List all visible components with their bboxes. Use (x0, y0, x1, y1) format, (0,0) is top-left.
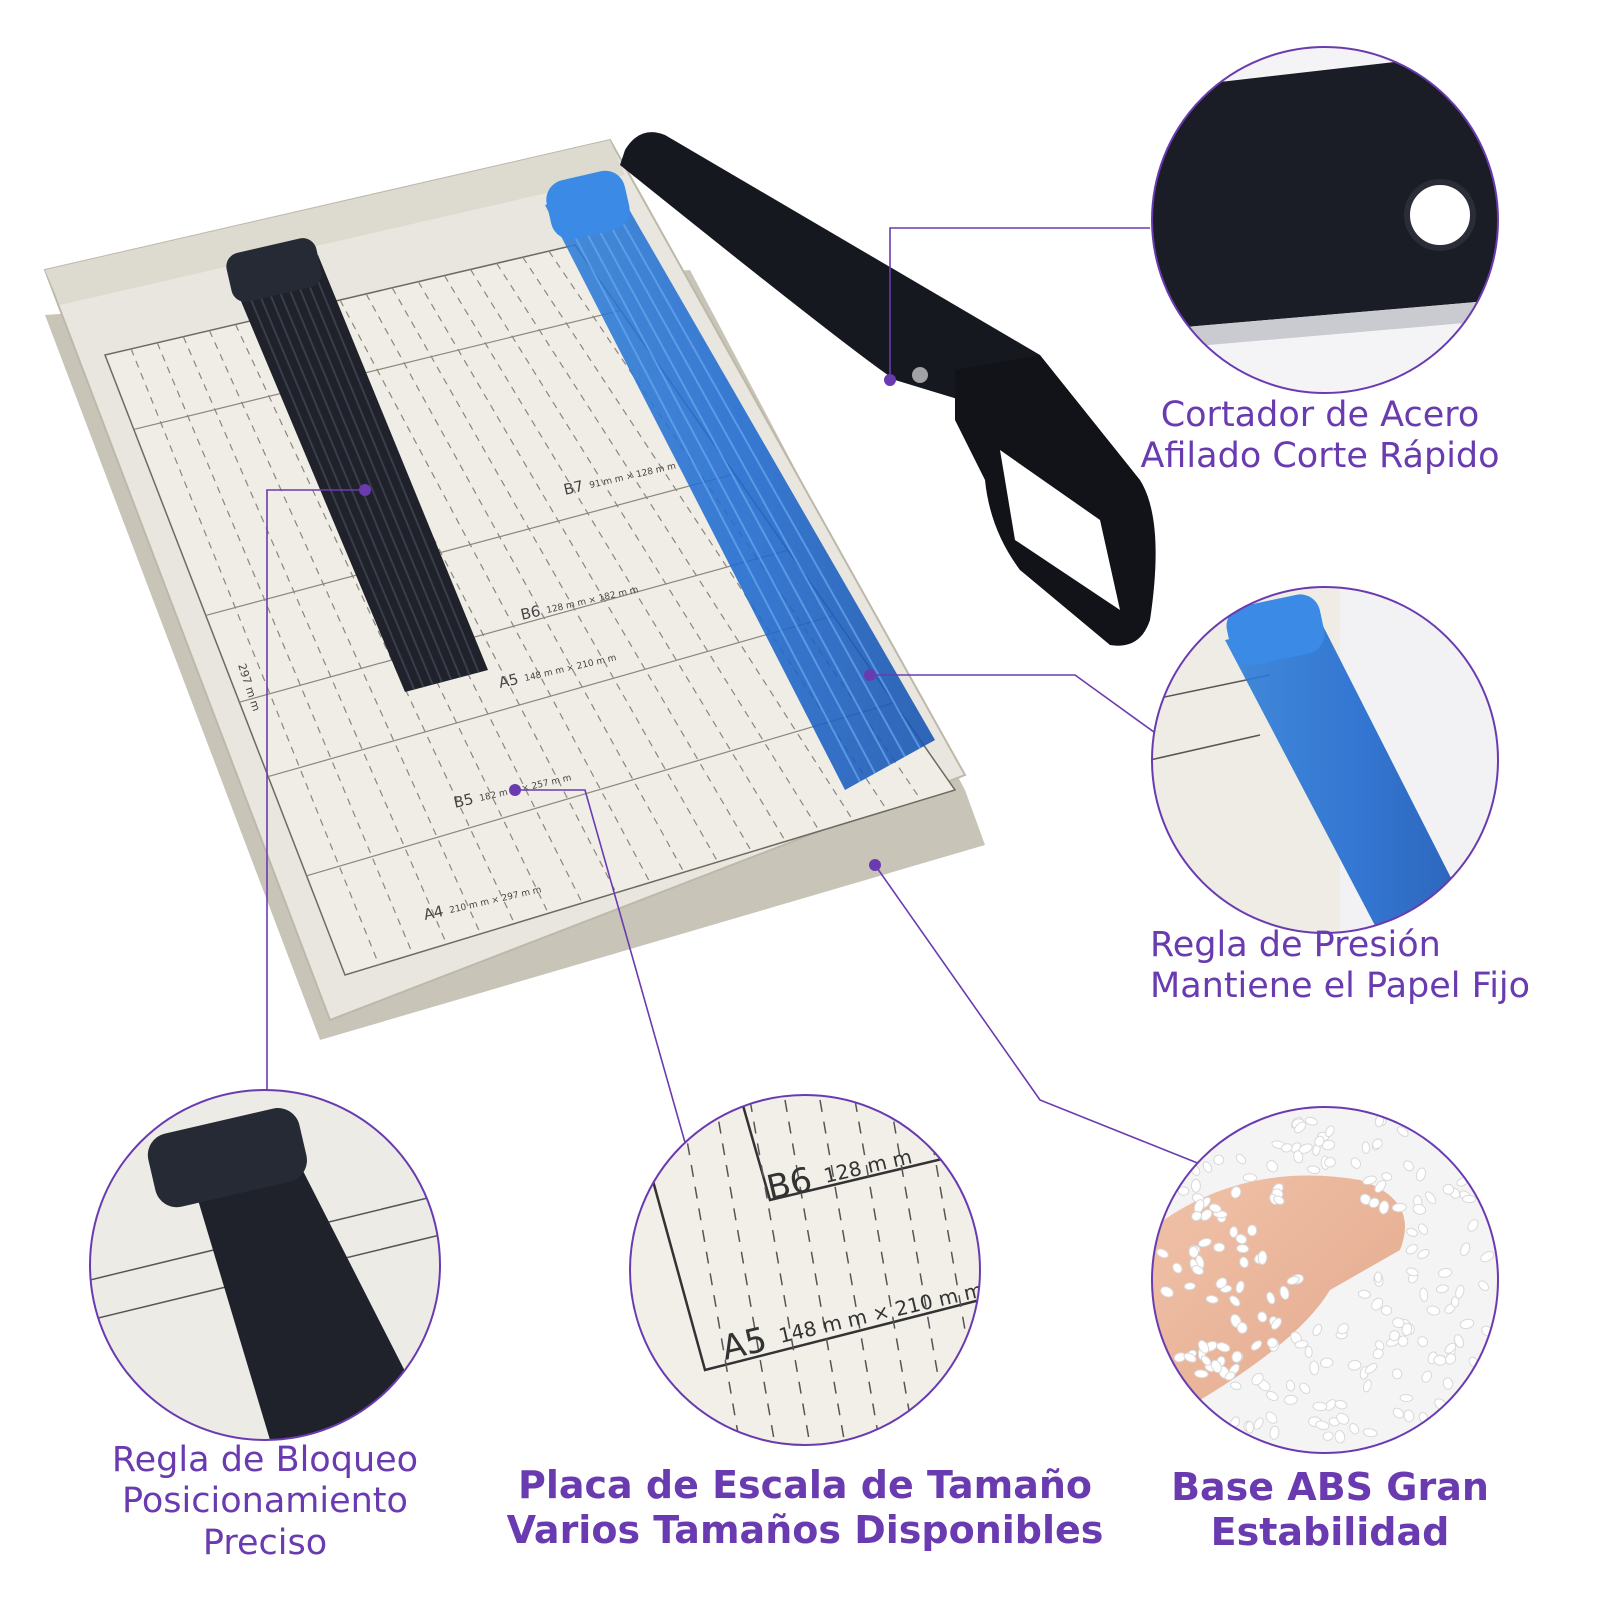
blade-caption-line2: Afilado Corte Rápido (1140, 436, 1500, 477)
blade-arm (620, 132, 1156, 646)
lock-caption-line1: Regla de Bloqueo (111, 1440, 419, 1480)
blade-caption-line1: Cortador de Acero (1160, 395, 1480, 435)
callout-lines (266, 227, 1216, 1171)
scale-caption-line2: Varios Tamaños Disponibles (506, 1507, 1104, 1552)
pressure-ruler (545, 170, 935, 790)
scale-caption-line1: Placa de Escala de Tamaño (517, 1463, 1093, 1507)
callout-dots (359, 374, 896, 871)
lock-detail-view (89, 1089, 441, 1441)
lock-caption: Regla de Bloqueo Posicionamiento Preciso (75, 1440, 455, 1564)
base-caption: Base ABS Gran Estabilidad (1165, 1465, 1495, 1555)
pressure-caption-line1: Regla de Presión (1150, 925, 1441, 965)
scale-caption: Placa de Escala de Tamaño Varios Tamaños… (505, 1463, 1105, 1553)
lock-caption-line3: Preciso (202, 1522, 328, 1563)
lock-caption-line2: Posicionamiento (122, 1481, 408, 1522)
blade-detail-view (1151, 46, 1499, 394)
lock-ruler (226, 238, 488, 692)
scale-detail-view: B6 128 m m A5 148 m m × 210 m m (629, 1094, 981, 1446)
size-b5: B5 (452, 790, 475, 812)
pressure-caption: Regla de Presión Mantiene el Papel Fijo (1150, 925, 1590, 1008)
size-b6: B6 (519, 602, 542, 624)
pressure-caption-line2: Mantiene el Papel Fijo (1150, 966, 1531, 1007)
back-rail (45, 140, 625, 305)
paper-cutter: B7 91 m m × 128 m m B6 128 m m × 182 m m… (43, 132, 1156, 1040)
size-a4: A4 (422, 902, 445, 924)
base-caption-line2: Estabilidad (1210, 1509, 1450, 1554)
zoom-b6-size: B6 (763, 1160, 816, 1209)
zoom-a5-size: A5 (718, 1320, 771, 1369)
size-a5: A5 (497, 670, 520, 692)
blade-caption: Cortador de Acero Afilado Corte Rápido (1120, 395, 1520, 478)
size-b7: B7 (562, 477, 585, 499)
base-caption-line1: Base ABS Gran (1171, 1465, 1489, 1509)
pressure-detail-view (1151, 586, 1499, 934)
abs-base-detail-view (1151, 1106, 1499, 1454)
